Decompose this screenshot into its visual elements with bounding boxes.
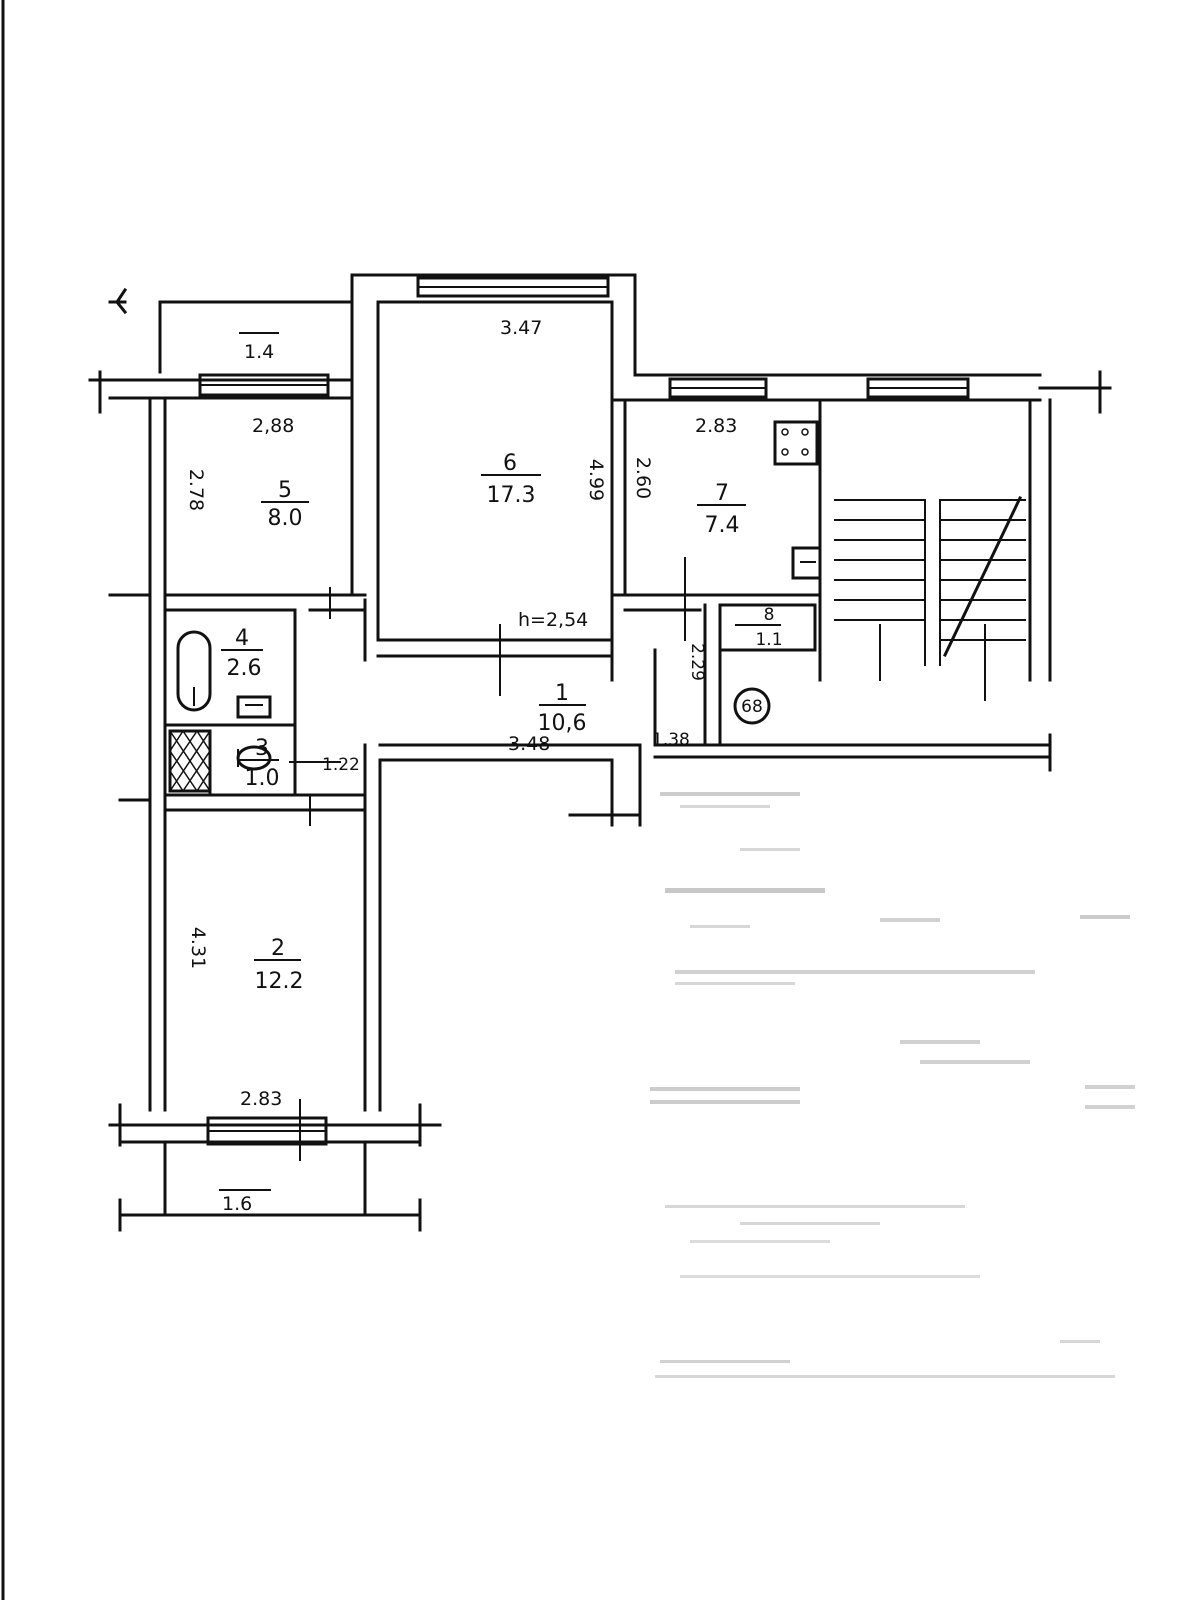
room3-area: 1.0: [245, 766, 280, 791]
bathtub-icon: [176, 630, 212, 712]
room7-width-dim: 2.83: [695, 415, 737, 437]
room7-area: 7.4: [705, 513, 740, 538]
sink-icon: [236, 695, 272, 719]
ext-wall-room6-outer: [350, 273, 1042, 400]
stair-steps: [834, 495, 1026, 701]
room5-number: 5: [278, 478, 292, 503]
room8-height-dim: 2.29: [687, 643, 707, 681]
stair-mark: 68: [741, 697, 763, 717]
room6-area: 17.3: [487, 483, 536, 508]
room2-area: 12.2: [255, 969, 304, 994]
room5-height-dim: 2.78: [185, 469, 207, 511]
corridor-width-right-dim: 1.38: [652, 730, 690, 750]
room1-area: 10,6: [538, 711, 587, 736]
kitchen-sink-icon: [791, 546, 822, 580]
duct-hatch-pattern: [168, 729, 212, 793]
corridor-length-dim: 3.48: [508, 733, 550, 755]
room5-width-dim: 2,88: [252, 415, 294, 437]
room6-inner-walls: [376, 300, 614, 642]
room8-number: 8: [764, 605, 775, 625]
room7-height-dim: 2.60: [632, 457, 654, 499]
room2-width-dim: 2.83: [240, 1088, 282, 1110]
corridor-width-left-dim: 1.22: [322, 755, 360, 775]
room8-walls: [718, 603, 817, 652]
stove-icon: [773, 420, 819, 466]
balcony-break-mark: [115, 287, 128, 315]
room6-height-dim: 4.99: [585, 459, 607, 501]
stair-mark-circle: [733, 687, 771, 725]
room2-height-dim: 4.31: [187, 927, 209, 969]
ceiling-height: h=2,54: [518, 609, 588, 631]
room7-number: 7: [715, 481, 729, 506]
room3-number: 3: [255, 736, 269, 761]
room8-area: 1.1: [755, 630, 782, 650]
room2-number: 2: [271, 936, 285, 961]
room5-area: 8.0: [268, 506, 303, 531]
balcony-bottom-dim: 1.6: [222, 1193, 252, 1215]
room4-number: 4: [235, 626, 249, 651]
room1-number: 1: [555, 681, 569, 706]
faded-print-block: [650, 792, 1135, 1378]
balcony-top-dim: 1.4: [244, 341, 274, 363]
room6-number: 6: [503, 451, 517, 476]
room6-width-dim: 3.47: [500, 317, 542, 339]
room4-area: 2.6: [227, 656, 262, 681]
